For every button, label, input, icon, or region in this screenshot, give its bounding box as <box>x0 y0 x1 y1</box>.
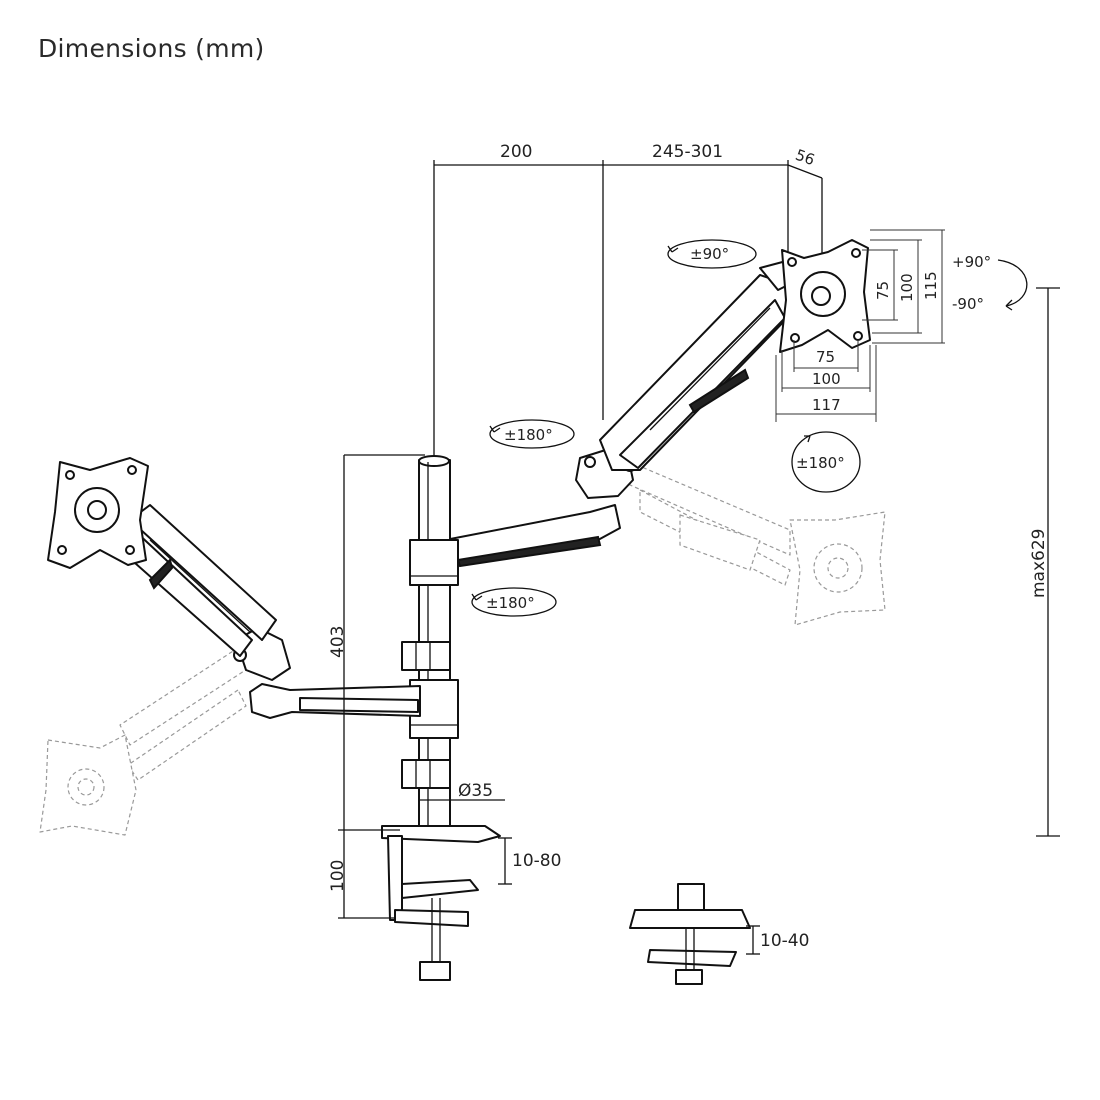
rot-tilt-plus: +90° <box>952 253 991 271</box>
tilt-side-indicator <box>997 259 1028 311</box>
dim-plate-width: 117 <box>812 396 841 414</box>
dim-vesa-small-h: 75 <box>874 281 892 300</box>
page-title: Dimensions (mm) <box>38 34 265 63</box>
dim-pole-height: 403 <box>328 626 348 658</box>
dim-grommet-range: 10-40 <box>760 931 809 951</box>
swivel-head-indicator <box>791 431 861 493</box>
rot-swivel-arm-lower: ±180° <box>486 594 535 612</box>
rot-tilt-minus: -90° <box>952 295 984 313</box>
desk-clamp <box>381 825 501 981</box>
vesa-vertical-dims <box>862 229 945 344</box>
ghost-left-arm <box>39 639 259 836</box>
dim-max-height: max629 <box>1029 529 1049 599</box>
vesa-horizontal-dims <box>775 340 877 422</box>
dim-plate-height: 115 <box>922 271 940 300</box>
rot-swivel-arm-upper: ±180° <box>504 426 553 444</box>
left-vesa-plate <box>47 457 149 569</box>
rot-swivel-head: ±180° <box>796 454 845 472</box>
dim-clamp-range: 10-80 <box>512 851 561 871</box>
center-pole <box>401 455 459 831</box>
dim-arm-reach-inner: 200 <box>500 142 532 162</box>
ghost-right-arm <box>629 461 886 626</box>
dim-vesa-small-w: 75 <box>816 348 835 366</box>
dim-plate-depth: 56 <box>793 146 817 169</box>
dim-arm-reach-outer: 245-301 <box>652 142 723 162</box>
dim-pole-diameter: Ø35 <box>458 781 493 801</box>
right-vesa-plate <box>779 239 871 353</box>
dim-clamp-height: 100 <box>328 860 348 892</box>
dim-vesa-large-w: 100 <box>812 370 841 388</box>
swivel-arm-upper-indicator <box>489 419 575 449</box>
top-dimension-lines <box>433 160 823 460</box>
rot-tilt-top: ±90° <box>690 245 729 263</box>
clamp-height-dimension <box>338 830 395 919</box>
tilt-top-indicator <box>667 239 757 269</box>
clamp-range-dimension <box>498 837 512 885</box>
swivel-arm-lower-indicator <box>471 587 557 617</box>
dim-vesa-large-h: 100 <box>898 273 916 302</box>
grommet-mount <box>629 883 751 985</box>
grommet-range-dimension <box>746 925 760 955</box>
pole-height-dimension <box>338 454 425 831</box>
left-arm <box>117 504 421 719</box>
max-height-dimension <box>1036 287 1060 837</box>
